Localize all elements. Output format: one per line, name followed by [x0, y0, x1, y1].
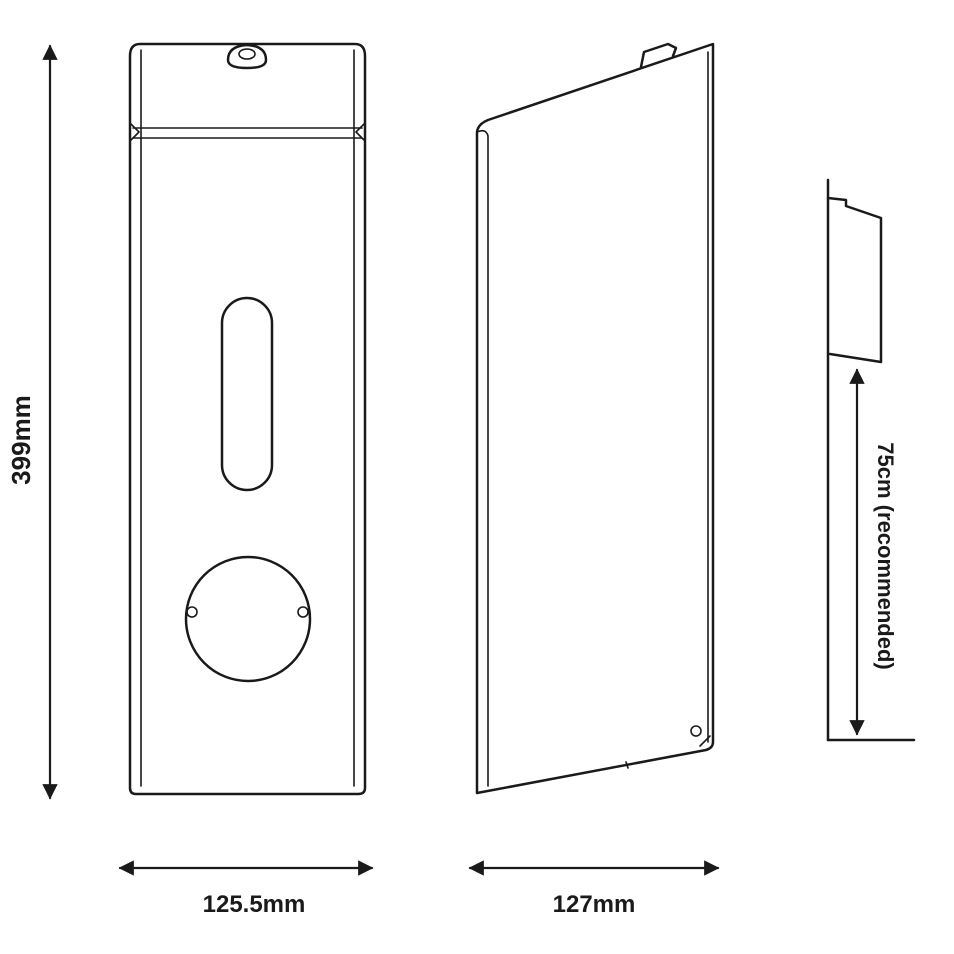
side-screw — [690, 725, 702, 737]
front-width-dimension: 125.5mm — [118, 860, 374, 918]
wall-mount-view: 75cm (recommended) — [826, 178, 916, 742]
side-width-label: 127mm — [553, 891, 636, 918]
lock-keyhole — [238, 48, 256, 60]
side-nozzle — [625, 761, 629, 769]
front-body-outline — [128, 42, 367, 796]
height-dimension: 399mm — [6, 44, 58, 800]
side-body-outline — [475, 42, 715, 795]
mounted-dispenser-profile — [826, 196, 883, 364]
side-top-corner — [476, 129, 489, 137]
front-width-label: 125.5mm — [203, 891, 306, 918]
lock-icon — [226, 43, 268, 70]
plate-screw-right — [297, 606, 309, 618]
side-lock-bump — [639, 42, 678, 69]
side-width-dimension: 127mm — [468, 860, 720, 918]
front-view — [128, 42, 367, 796]
level-window — [220, 296, 274, 492]
side-view — [475, 42, 715, 795]
lid-hinge-marks — [130, 123, 365, 141]
side-bracket-tab — [699, 735, 711, 747]
plate-screw-left — [186, 606, 198, 618]
mount-height-label: 75cm (recommended) — [873, 442, 898, 669]
push-button-plate — [184, 555, 312, 683]
height-label: 399mm — [6, 395, 36, 485]
